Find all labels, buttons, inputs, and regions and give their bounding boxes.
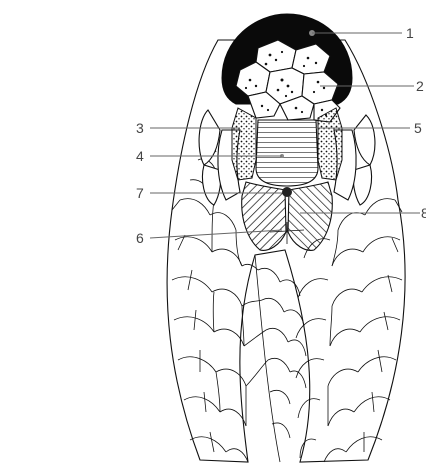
callout-6: 6 (136, 230, 144, 246)
callout-2: 2 (416, 78, 424, 94)
callout-1: 1 (406, 25, 414, 41)
callout-7: 7 (136, 185, 144, 201)
region-7-marker (282, 187, 292, 197)
callout-8: 8 (421, 205, 426, 221)
region-3-left-dotted-strip (232, 108, 256, 180)
callout-5: 5 (414, 120, 422, 136)
region-5-right-dotted-strip (318, 108, 342, 180)
region-4-frontal-plate (256, 120, 318, 186)
callout-4: 4 (136, 148, 144, 164)
callout-3: 3 (136, 120, 144, 136)
